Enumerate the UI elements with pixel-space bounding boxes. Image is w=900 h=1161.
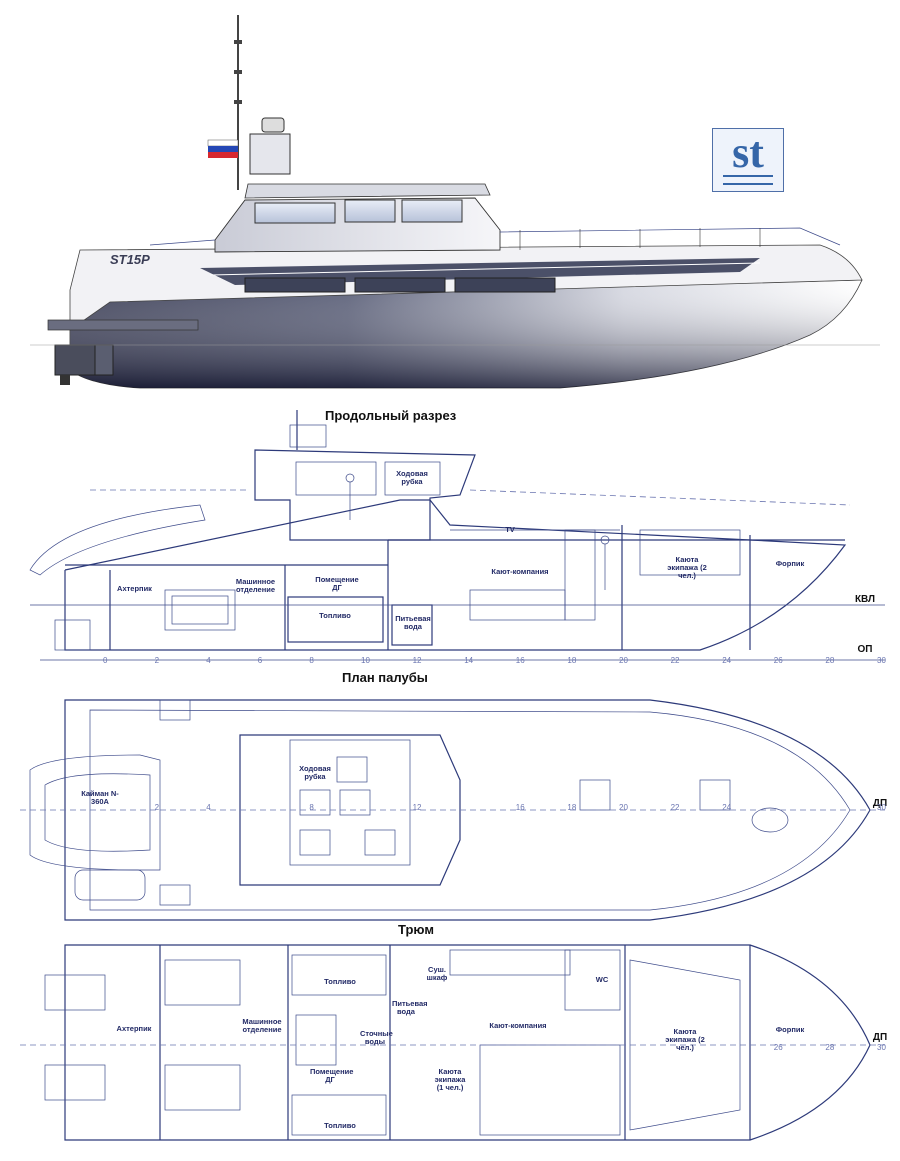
frame-tick: 8 <box>309 656 314 665</box>
label-hold-drinking-water: Питьевая вода <box>392 999 428 1016</box>
deck-plan <box>20 699 885 921</box>
section-title-hold: Трюм <box>398 922 434 937</box>
label-generator-room: Помещение ДГ <box>315 575 359 592</box>
deck-frame-tick: 16 <box>515 803 525 812</box>
hold-frame-tick: 28 <box>825 1043 835 1052</box>
deck-frame-tick: 30 <box>877 803 886 812</box>
hold-frame-tick: 30 <box>877 1043 886 1052</box>
label-fore-peak: Форпик <box>775 559 805 568</box>
label-tv: TV <box>505 525 515 534</box>
longitudinal-section <box>29 410 885 661</box>
label-drinking-water: Питьевая вода <box>395 614 431 631</box>
frame-tick: 20 <box>619 656 628 665</box>
frame-tick: 2 <box>154 656 160 665</box>
label-hold-engine-room: Машинное отделение <box>242 1017 282 1034</box>
label-hold-fore-peak: Форпик <box>775 1025 805 1034</box>
label-hold-mess-room: Кают-компания <box>489 1021 547 1030</box>
label-fuel: Топливо <box>319 611 351 620</box>
logo-waves-icon <box>723 175 773 185</box>
frame-tick: 30 <box>877 656 886 665</box>
label-wheelhouse: Ходовая рубка <box>396 469 428 486</box>
frame-tick: 12 <box>412 656 422 665</box>
label-hold-fuel-top: Топливо <box>324 977 356 986</box>
label-wc: WC <box>595 975 609 984</box>
frame-tick: 26 <box>773 656 783 665</box>
frame-tick: 4 <box>206 656 211 665</box>
frame-tick: 22 <box>670 656 680 665</box>
label-crew-cabin-1: Каюта экипажа (1 чел.) <box>434 1067 466 1092</box>
label-hold-generator: Помещение ДГ <box>310 1067 354 1084</box>
frame-tick: 28 <box>825 656 835 665</box>
deck-frame-tick: 20 <box>619 803 628 812</box>
frame-tick: 6 <box>257 656 263 665</box>
frame-tick: 10 <box>361 656 370 665</box>
label-hold-aft-peak: Ахтерпик <box>116 1024 152 1033</box>
frame-tick: 0 <box>103 656 108 665</box>
deck-frame-tick: 2 <box>154 803 160 812</box>
hold-plan <box>20 944 885 1141</box>
render-view <box>30 15 880 389</box>
deck-frame-tick: 24 <box>722 803 732 812</box>
deck-frame-tick: 22 <box>670 803 680 812</box>
label-hold-centerline: ДП <box>872 1032 888 1043</box>
frame-tick: 24 <box>722 656 732 665</box>
section-title-longitudinal: Продольный разрез <box>325 408 457 423</box>
section-title-deck-plan: План палубы <box>342 670 428 685</box>
frame-tick: 14 <box>464 656 474 665</box>
label-waterline: КВЛ <box>854 594 876 605</box>
hold-frame-tick: 26 <box>773 1043 783 1052</box>
deck-frame-tick: 8 <box>309 803 314 812</box>
label-sewage: Сточные воды <box>360 1029 393 1046</box>
hull-name: ST15P <box>110 252 150 267</box>
logo-text: st <box>732 128 764 177</box>
deck-frame-tick: 4 <box>206 803 211 812</box>
flag-icon <box>207 139 239 158</box>
label-crew-cabin: Каюта экипажа (2 чел.) <box>667 555 707 580</box>
company-logo: st <box>712 128 784 192</box>
label-aft-peak: Ахтерпик <box>117 584 152 593</box>
label-hold-fuel-bottom: Топливо <box>324 1121 356 1130</box>
deck-frame-tick: 12 <box>412 803 422 812</box>
frame-tick: 16 <box>515 656 525 665</box>
label-dry-cabinet: Суш. шкаф <box>426 965 448 982</box>
label-deck-centerline: ДП <box>872 798 888 809</box>
label-mess-room: Кают-компания <box>491 567 549 576</box>
label-baseline: ОП <box>857 644 873 655</box>
label-engine-room: Машинное отделение <box>235 577 276 594</box>
deck-frame-tick: 18 <box>567 803 577 812</box>
label-crew-cabin-2: Каюта экипажа (2 чел.) <box>665 1027 705 1052</box>
frame-tick: 18 <box>567 656 577 665</box>
label-deck-wheelhouse: Ходовая рубка <box>299 764 331 781</box>
label-dinghy: Кайман N-360A <box>81 789 119 806</box>
